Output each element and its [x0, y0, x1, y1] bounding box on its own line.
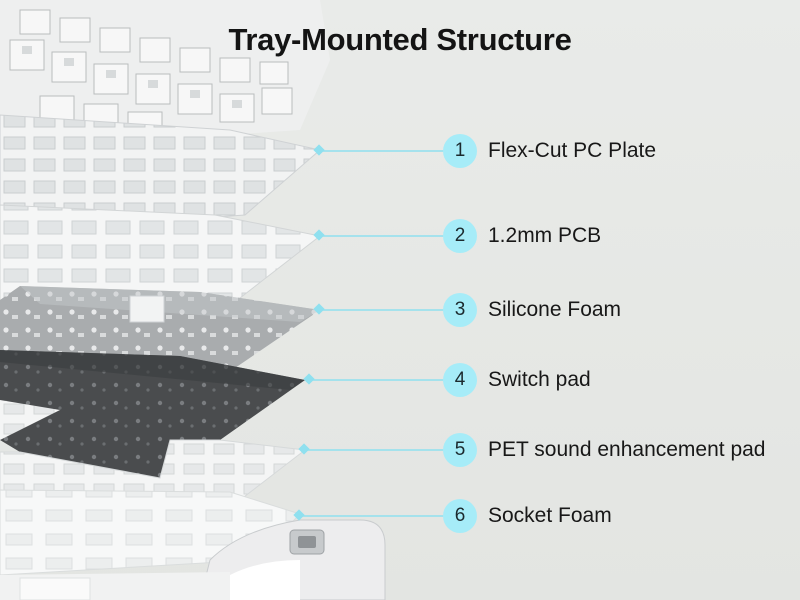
layer-badge-4: 4 [443, 363, 477, 397]
layer-label-1: Flex-Cut PC Plate [488, 139, 657, 162]
leader-dot-5 [298, 443, 310, 455]
leader-dot-4 [303, 373, 315, 385]
layer-label-4: Switch pad [488, 368, 591, 391]
leader-dot-2 [313, 229, 325, 241]
socket-foam-layer [0, 489, 386, 600]
layer-badge-1: 1 [443, 134, 477, 168]
pet-pad-layer [0, 400, 307, 501]
layer-label-3: Silicone Foam [488, 298, 622, 321]
leader-lines [300, 150, 444, 517]
layer-label-5: PET sound enhancement pad [488, 438, 766, 461]
switches-layer [0, 0, 330, 150]
leader-dots [293, 144, 325, 521]
layer-badge-5: 5 [443, 433, 477, 467]
pc-plate-layer [0, 114, 322, 233]
layer-badge-2: 2 [443, 219, 477, 253]
switch-pad-layer [0, 350, 305, 478]
leader-dot-6 [293, 509, 305, 521]
silicone-foam-layer [0, 286, 320, 372]
leader-dot-3 [313, 303, 325, 315]
layer-label-6: Socket Foam [488, 504, 612, 527]
layer-label-2: 1.2mm PCB [488, 224, 602, 247]
page-title: Tray-Mounted Structure [228, 22, 572, 57]
layer-badge-6: 6 [443, 499, 477, 533]
layer-badge-3: 3 [443, 293, 477, 327]
pcb-layer [0, 204, 322, 301]
leader-dot-1 [313, 144, 325, 156]
